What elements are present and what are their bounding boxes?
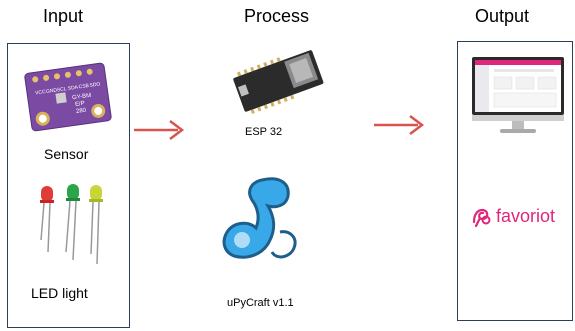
arrow-process-to-output	[374, 112, 428, 138]
favoriot-wordmark: favoriot	[496, 205, 556, 226]
esp32-image	[226, 45, 330, 115]
upycraft-logo-icon	[216, 172, 308, 270]
sensor-pin-label: GND	[46, 87, 58, 95]
sensor-board-text: GY-BM	[72, 93, 92, 102]
favoriot-logo-icon	[470, 204, 494, 228]
sensor-pin-label: CSB	[78, 83, 90, 90]
sensor-label: Sensor	[44, 146, 89, 162]
sensor-pin-label: SDA	[67, 84, 79, 91]
input-heading: Input	[43, 6, 84, 26]
output-heading: Output	[475, 6, 530, 26]
sensor-board-text: E/P	[75, 101, 85, 108]
output-box	[457, 41, 573, 321]
upycraft-label: uPyCraft v1.1	[227, 297, 294, 309]
input-box	[7, 43, 130, 328]
sensor-image: VCC GND SCL SDA CSB SDO GY-BM E/P 280	[22, 62, 114, 132]
sensor-pin-label: SCL	[57, 86, 68, 93]
sensor-pin-label: VCC	[35, 89, 47, 96]
sensor-board-text: 280	[76, 108, 87, 115]
process-heading: Process	[244, 6, 310, 26]
favoriot-brand: favoriot	[470, 204, 555, 228]
esp32-label: ESP 32	[245, 126, 283, 138]
sensor-pin-label: SDO	[89, 81, 101, 88]
arrow-input-to-process	[134, 117, 188, 143]
led-label: LED light	[31, 285, 88, 301]
led-image	[30, 180, 110, 270]
dashboard-monitor-image	[470, 55, 566, 139]
